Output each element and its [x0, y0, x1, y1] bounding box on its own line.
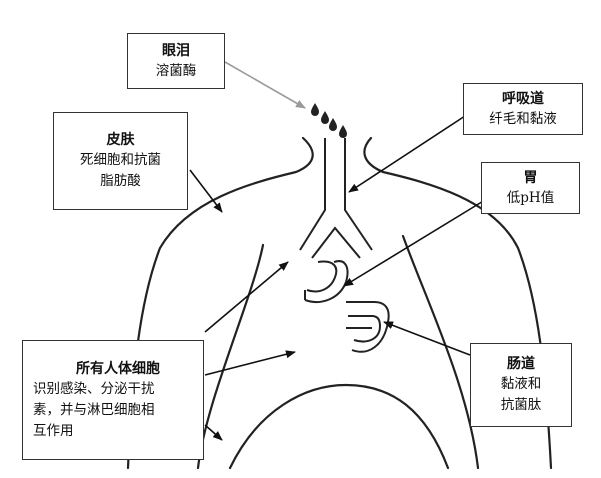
- abdomen-curve: [228, 383, 450, 470]
- skin-arrow: [189, 169, 223, 213]
- all-cells-line-1: 识别感染、分泌干扰: [33, 380, 155, 397]
- intestine-arrow: [383, 321, 471, 356]
- skin-label-box: 皮肤 死细胞和抗菌 脂肪酸: [53, 112, 188, 210]
- respiratory-arrow: [348, 115, 466, 193]
- all-cells-arrow-1: [204, 261, 289, 333]
- left-inner-torso: [196, 243, 265, 470]
- stomach-shape: [304, 260, 349, 303]
- intestine-line-1: 黏液和: [500, 376, 542, 392]
- trachea-left-wall: [299, 138, 326, 251]
- all-cells-title: 所有人体细胞: [76, 360, 160, 377]
- tears-arrow: [224, 61, 306, 109]
- tears-label-box: 眼泪 溶菌酶: [127, 33, 225, 89]
- all-cells-arrow-2: [204, 350, 296, 376]
- tear-drop: [329, 118, 337, 131]
- stomach-arrow: [343, 199, 486, 287]
- right-inner-torso: [401, 234, 480, 470]
- respiratory-title: 呼吸道: [502, 90, 544, 107]
- all-cells-line-2: 素，并与淋巴细胞相: [33, 401, 155, 418]
- skin-line-2: 脂肪酸: [100, 173, 141, 189]
- trachea-right-wall: [344, 138, 373, 251]
- all-cells-arrow-3: [204, 424, 223, 441]
- bronchi-inner: [311, 226, 361, 259]
- intestine-label-box: 肠道 黏液和 抗菌肽: [470, 343, 572, 427]
- intestine-shape: [346, 301, 390, 353]
- pointer-arrows: [189, 61, 486, 441]
- all-cells-label-box: 所有人体细胞 识别感染、分泌干扰 素，并与淋巴细胞相 互作用: [22, 340, 204, 460]
- tear-drop: [339, 125, 347, 138]
- tear-drop: [311, 103, 319, 116]
- skin-line-1: 死细胞和抗菌: [80, 152, 161, 168]
- all-cells-line-3: 互作用: [33, 422, 74, 439]
- tears-title: 眼泪: [162, 42, 190, 59]
- tear-drops: [311, 103, 347, 138]
- stomach-line-1: 低pH值: [506, 189, 555, 206]
- trachea: [299, 138, 373, 259]
- stomach-title: 胃: [523, 169, 538, 186]
- skin-title: 皮肤: [106, 132, 135, 148]
- respiratory-label-box: 呼吸道 纤毛和黏液: [463, 83, 583, 135]
- stomach-label-box: 胃 低pH值: [481, 162, 580, 214]
- intestine-title: 肠道: [507, 356, 535, 372]
- intestine-line-2: 抗菌肽: [500, 397, 542, 413]
- tears-line-1: 溶菌酶: [155, 62, 197, 79]
- tear-drop: [321, 111, 329, 124]
- respiratory-line-1: 纤毛和黏液: [489, 110, 557, 127]
